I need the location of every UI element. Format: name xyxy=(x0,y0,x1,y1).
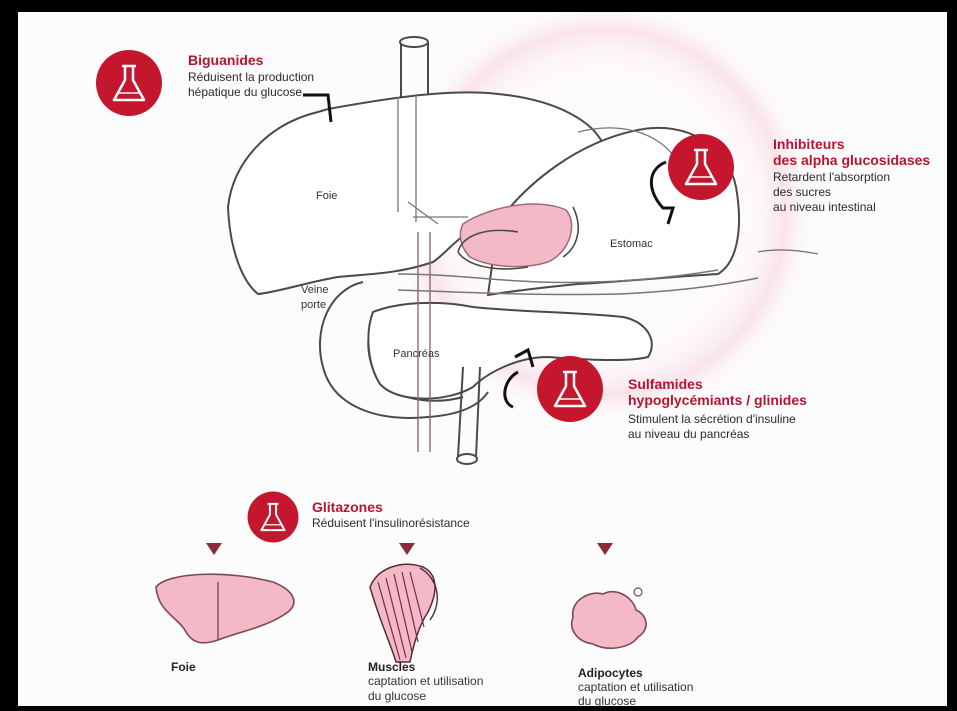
callout-title: Inhibiteurs xyxy=(773,136,930,152)
target-liver xyxy=(156,574,294,643)
target-adipocyte xyxy=(572,588,646,648)
callout-text: Réduisent l'insulinorésistance xyxy=(312,516,470,531)
label-pancreas: Pancréas xyxy=(393,348,439,360)
target-title: Adipocytes xyxy=(578,666,693,680)
triangle-down-icon xyxy=(205,542,223,556)
callout-title: des alpha glucosidases xyxy=(773,152,930,168)
callout-title: Sulfamides xyxy=(628,376,807,392)
label-estomac: Estomac xyxy=(610,238,653,250)
callout-title: Glitazones xyxy=(312,499,470,515)
callout-text: au niveau du pancréas xyxy=(628,427,807,442)
label-veine: Veine xyxy=(301,284,329,296)
callout-title: Biguanides xyxy=(188,52,314,68)
callout-text: Réduisent la production xyxy=(188,70,314,85)
flask-icon xyxy=(94,48,164,118)
target-title: Muscles xyxy=(368,660,483,674)
flask-icon xyxy=(535,354,605,424)
triangle-down-icon xyxy=(398,542,416,556)
target-text: captation et utilisation xyxy=(368,674,483,689)
target-text: captation et utilisation xyxy=(578,680,693,694)
target-adipocytes-label: Adipocytes captation et utilisation du g… xyxy=(578,666,693,706)
flask-icon xyxy=(666,132,736,202)
target-text: du glucose xyxy=(368,689,483,704)
target-muscle xyxy=(370,564,437,662)
callout-glitazones: Glitazones Réduisent l'insulinorésistanc… xyxy=(312,499,470,531)
flask-icon xyxy=(246,490,300,544)
label-porte: porte xyxy=(301,299,326,311)
target-text: du glucose xyxy=(578,694,693,706)
callout-text: hépatique du glucose xyxy=(188,85,314,100)
callout-title: hypoglycémiants / glinides xyxy=(628,392,807,408)
target-muscles-label: Muscles captation et utilisation du gluc… xyxy=(368,660,483,704)
callout-sulfamides: Sulfamides hypoglycémiants / glinides St… xyxy=(628,376,807,442)
target-foie-label: Foie xyxy=(171,660,196,674)
callout-text: Retardent l'absorption xyxy=(773,170,930,185)
callout-text: Stimulent la sécrétion d'insuline xyxy=(628,412,807,427)
callout-text: des sucres xyxy=(773,185,930,200)
callout-biguanides: Biguanides Réduisent la production hépat… xyxy=(188,52,314,100)
callout-text: au niveau intestinal xyxy=(773,200,930,215)
target-title: Foie xyxy=(171,660,196,674)
callout-alpha: Inhibiteurs des alpha glucosidases Retar… xyxy=(773,136,930,215)
label-foie: Foie xyxy=(316,190,337,202)
diagram-sheet: Foie Veine porte Estomac Pancréas Biguan… xyxy=(18,12,947,706)
triangle-down-icon xyxy=(596,542,614,556)
